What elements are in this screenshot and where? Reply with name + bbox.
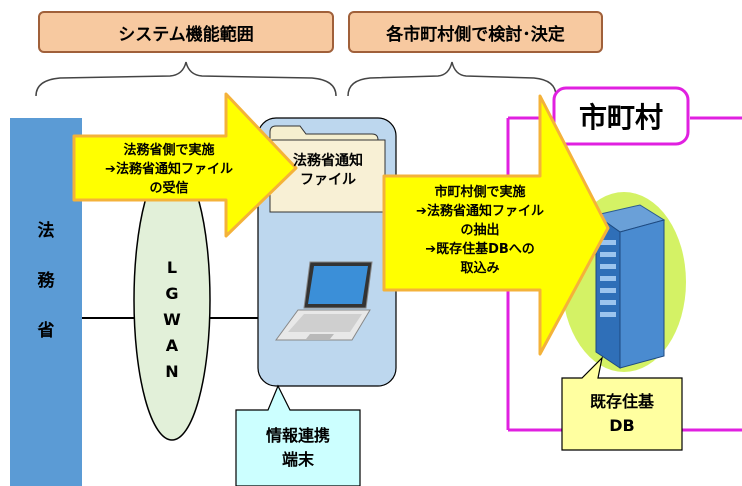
notice-file-line: 法務省通知	[293, 153, 363, 169]
moj-label: 法 務 省	[10, 216, 82, 366]
lgwan-letter: L	[166, 258, 178, 277]
db-callout-text: 既存住基 DB	[562, 390, 682, 438]
lgwan-letter: G	[165, 284, 179, 303]
moj-char: 省	[37, 321, 55, 341]
arrow-receive-text: 法務省側で実施 ➔法務省通知ファイル の受信	[74, 141, 264, 198]
arrow-receive-line: ➔法務省通知ファイル	[105, 162, 233, 177]
lgwan-letter: N	[165, 362, 179, 381]
lgwan-letter: W	[163, 310, 181, 329]
arrow-import	[382, 94, 610, 356]
municipality-label: 市町村	[578, 101, 663, 134]
decision-brace	[347, 61, 557, 97]
municipality-label-box	[552, 86, 690, 146]
db-callout-line: DB	[609, 416, 635, 435]
terminal-callout-line: 情報連携	[265, 426, 330, 445]
moj-char: 務	[37, 271, 55, 291]
moj-bar	[10, 118, 82, 486]
scope-header: システム機能範囲	[38, 11, 334, 53]
notice-file-label: 法務省通知 ファイル	[272, 152, 384, 190]
arrow-import-line: の抽出	[460, 223, 500, 238]
db-callout-line: 既存住基	[589, 392, 654, 411]
arrow-import-line: ➔既存住基DBへの	[425, 242, 535, 257]
arrow-receive	[72, 92, 298, 238]
terminal-callout	[235, 384, 361, 486]
db-callout	[561, 356, 683, 451]
laptop-icon	[275, 261, 373, 341]
arrow-import-line: 市町村側で実施	[434, 185, 526, 200]
terminal-callout-line: 端末	[281, 450, 314, 469]
arrow-receive-line: の受信	[149, 181, 189, 196]
notice-file-line: ファイル	[300, 172, 356, 188]
decision-header: 各市町村側で検討･決定	[348, 11, 603, 53]
terminal-callout-text: 情報連携 端末	[236, 424, 360, 472]
arrow-import-line: ➔法務省通知ファイル	[416, 204, 544, 219]
arrow-receive-line: 法務省側で実施	[123, 143, 215, 158]
arrow-import-text: 市町村側で実施 ➔法務省通知ファイル の抽出 ➔既存住基DBへの 取込み	[384, 183, 576, 278]
lgwan-label: L G W A N	[152, 258, 192, 388]
scope-brace	[35, 61, 337, 97]
server-icon	[594, 204, 666, 369]
lgwan-letter: A	[165, 336, 179, 355]
moj-char: 法	[37, 221, 55, 241]
arrow-import-line: 取込み	[460, 261, 500, 276]
